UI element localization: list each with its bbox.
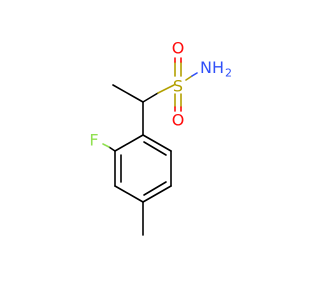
bond-s-n-b — [191, 72, 198, 77]
bond-ring-f-a — [108, 146, 116, 152]
ring-bond-4 — [142, 185, 172, 203]
atom-f: F — [89, 131, 98, 150]
bond-ch-s-b — [157, 84, 175, 94]
bond-s-n-a — [185, 75, 193, 81]
atom-s: S — [173, 77, 183, 96]
bond-ch3-ch — [112, 84, 144, 103]
atom-nh2: NH — [200, 58, 224, 77]
atom-o-bottom: O — [172, 111, 185, 130]
ring-inner-3 — [143, 141, 167, 156]
bond-ch-s-a — [142, 92, 159, 103]
atom-nh2-subscript: 2 — [225, 67, 232, 80]
ring-bond-6 — [142, 134, 172, 152]
atom-o-top: O — [172, 39, 185, 58]
ring-bond-1 — [114, 134, 144, 152]
bond-ring-f-b — [102, 143, 110, 148]
ring-bond-3 — [114, 185, 144, 203]
molecule-structure: S O O NH 2 F — [89, 39, 232, 236]
ring-inner-2 — [143, 181, 167, 196]
